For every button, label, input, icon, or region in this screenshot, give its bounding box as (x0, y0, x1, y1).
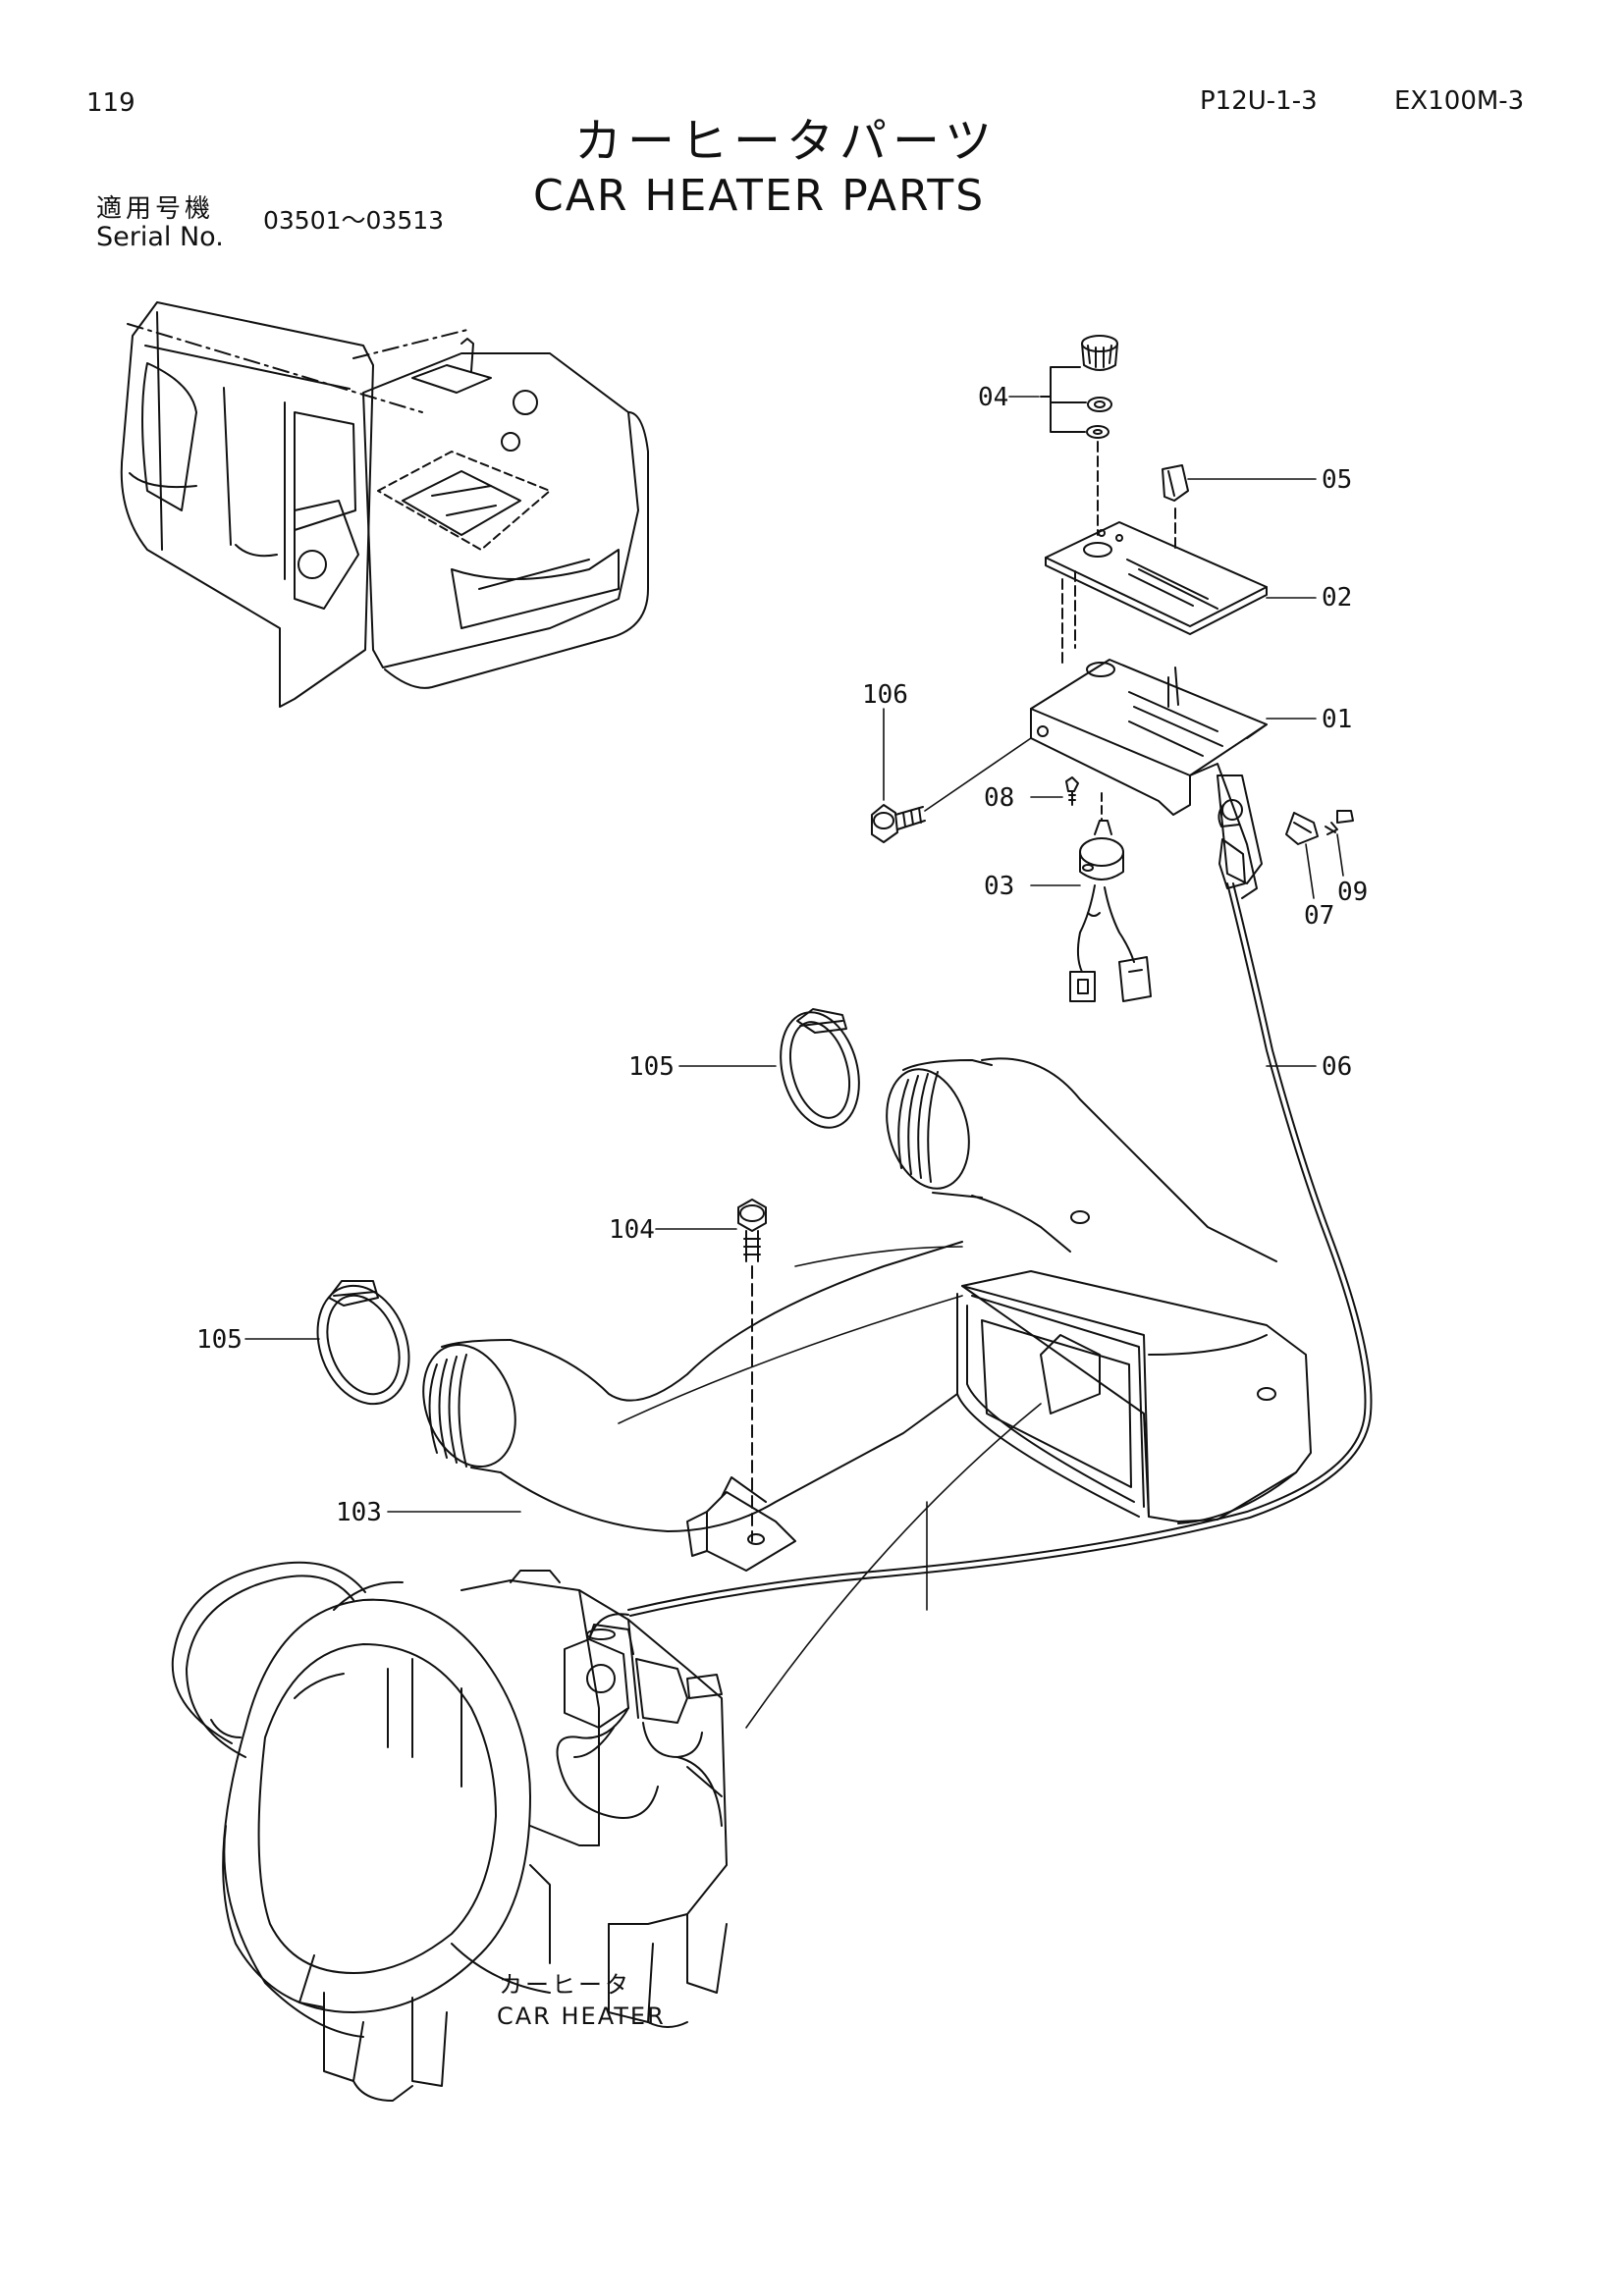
excavator-overview-illustration (122, 302, 648, 707)
callout-106: 106 (862, 680, 908, 710)
serial-label-japanese: 適用号機 (96, 194, 215, 224)
car-heater-unit (173, 1563, 727, 2101)
serial-label-english: Serial No. (96, 222, 224, 252)
callout-104: 104 (609, 1215, 655, 1245)
model-code: EX100M-3 (1394, 86, 1525, 116)
callout-02: 02 (1322, 583, 1353, 613)
caption-japanese: カーヒータ (499, 1971, 631, 1999)
callout-09: 09 (1337, 878, 1369, 907)
callout-105-upper: 105 (628, 1052, 675, 1082)
callout-08: 08 (984, 783, 1015, 813)
callout-07: 07 (1304, 901, 1335, 931)
title-english: CAR HEATER PARTS (533, 171, 986, 221)
page-number: 119 (86, 88, 135, 118)
callout-leaders (245, 397, 1343, 1512)
callout-103: 103 (336, 1498, 382, 1527)
caption-english: CAR HEATER (497, 2002, 666, 2030)
callout-03: 03 (984, 872, 1015, 901)
callout-01: 01 (1322, 705, 1353, 734)
figure-code: P12U-1-3 (1200, 86, 1318, 116)
callout-06: 06 (1322, 1052, 1353, 1082)
callout-04: 04 (978, 383, 1009, 412)
callout-05: 05 (1322, 465, 1353, 495)
serial-range: 03501～03513 (263, 206, 445, 235)
title-japanese: カーヒータパーツ (574, 114, 999, 169)
duct-assembly (301, 1003, 1311, 1728)
callout-105-lower: 105 (196, 1325, 243, 1355)
control-panel-assembly (628, 336, 1372, 1616)
